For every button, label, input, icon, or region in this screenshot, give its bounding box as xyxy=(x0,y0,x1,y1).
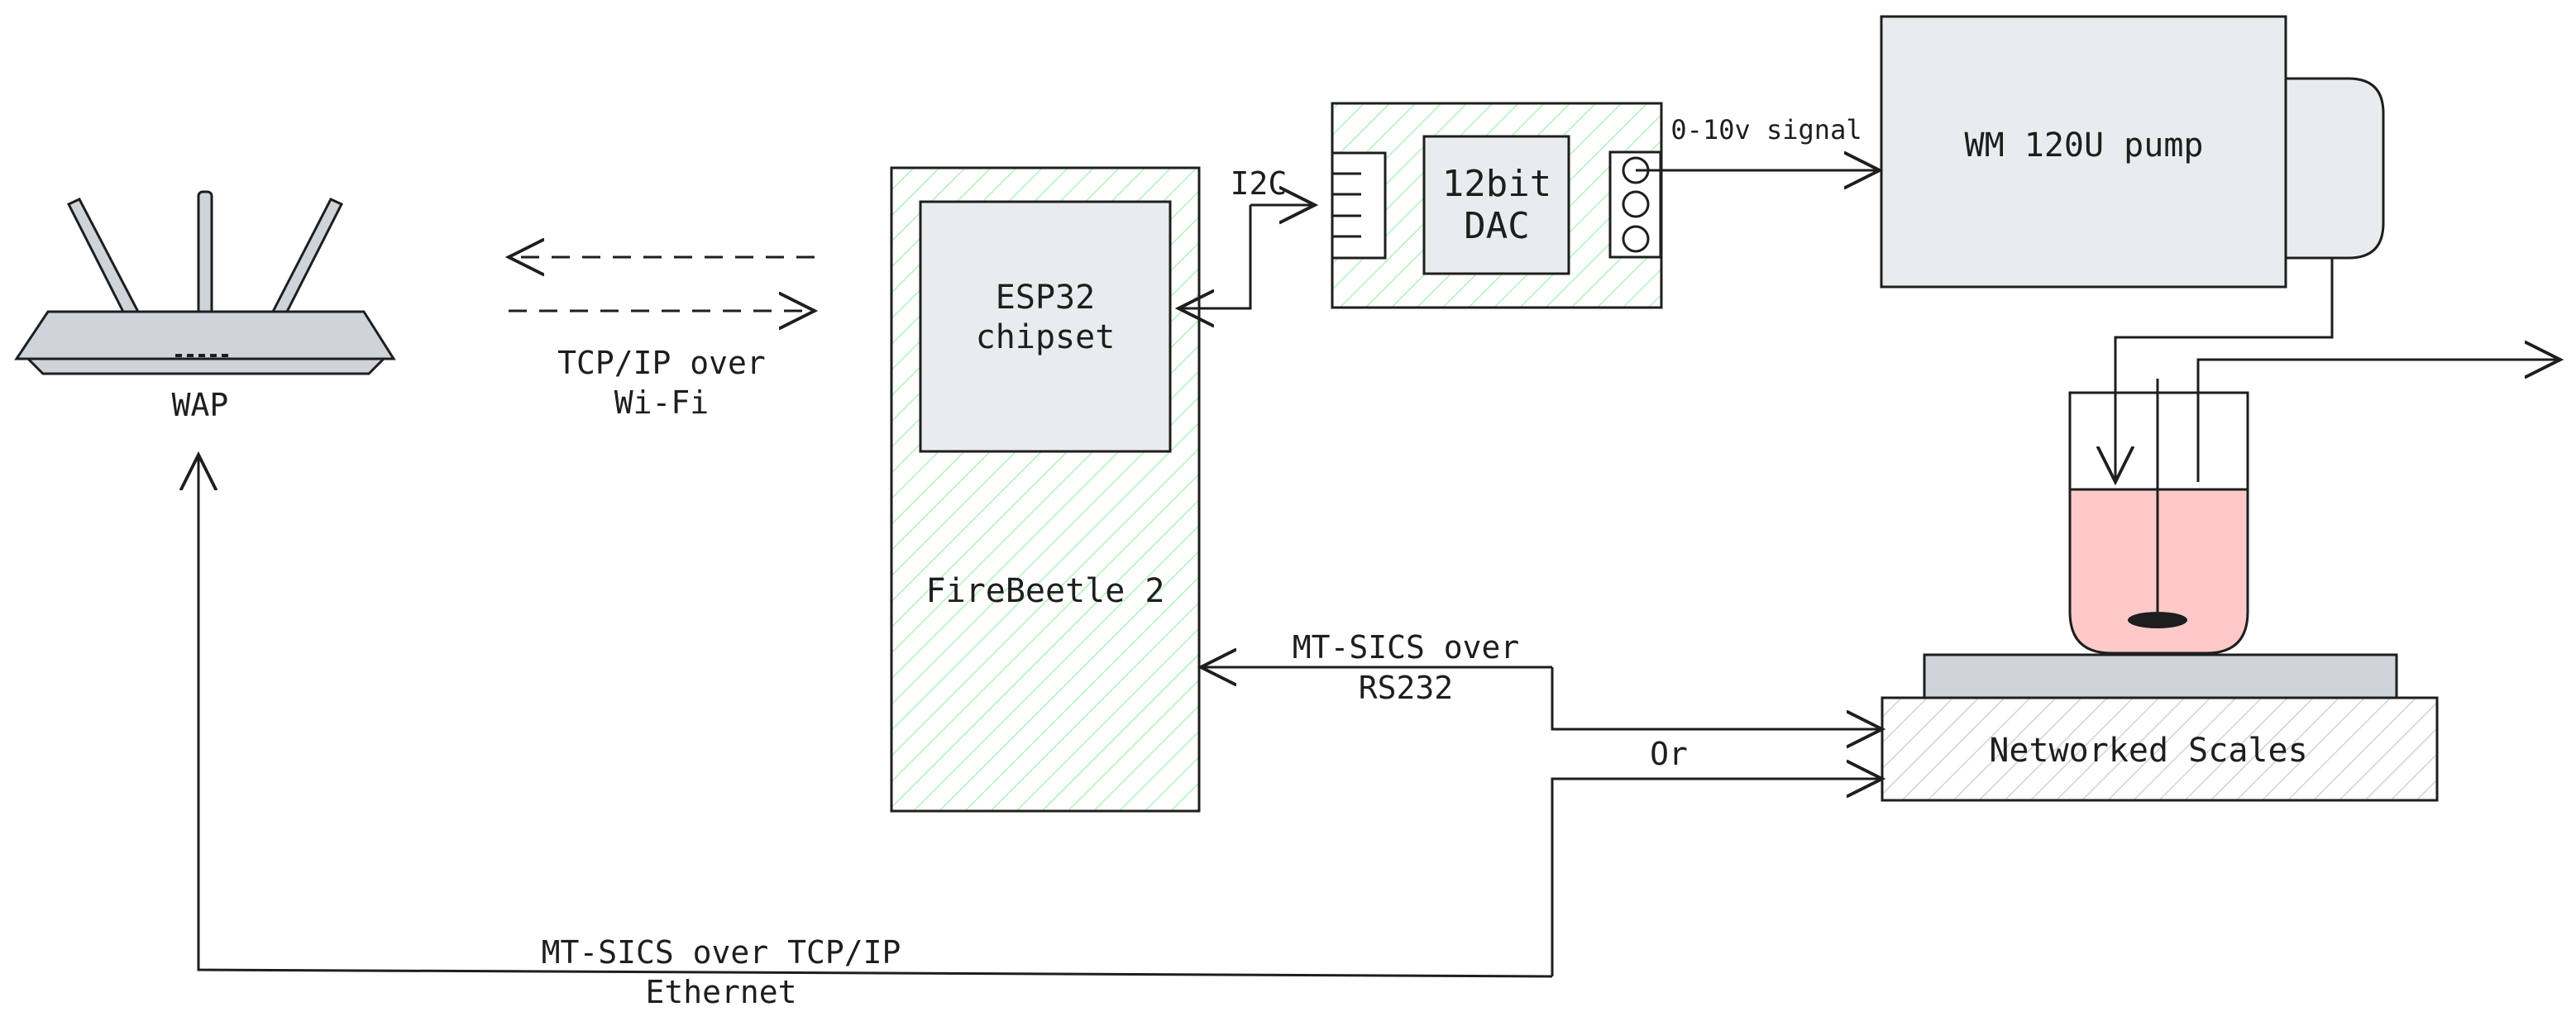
ethernet-label-line2: Ethernet xyxy=(645,974,796,1010)
rs232-link-to-scales xyxy=(1551,667,1882,729)
i2c-connector xyxy=(1331,151,1387,260)
pump-body xyxy=(1880,15,2287,289)
outlet-tube xyxy=(2196,360,2560,482)
i2c-link-to-esp32 xyxy=(1178,205,1252,308)
esp32-chipset-box xyxy=(919,200,1172,453)
firebeetle-label: FireBeetle 2 xyxy=(926,572,1165,610)
esp32-label-line2: chipset xyxy=(976,318,1116,356)
pump-unit xyxy=(1880,15,2385,289)
dac-label-line2: DAC xyxy=(1464,205,1529,247)
scales-label: Networked Scales xyxy=(1989,732,2307,770)
scale-body xyxy=(1881,696,2439,802)
router-body xyxy=(14,310,396,360)
wap-router-icon xyxy=(14,190,396,375)
antenna-right xyxy=(270,198,344,317)
scale-platform xyxy=(1923,653,2398,699)
wifi-label-line1: TCP/IP over xyxy=(557,345,766,381)
firebeetle-board xyxy=(890,166,1201,813)
ethernet-link-to-scales xyxy=(1551,779,1882,976)
antenna-left xyxy=(66,198,141,317)
ethernet-link-to-wap xyxy=(198,455,1553,978)
beaker-icon xyxy=(2068,379,2249,655)
rs232-label-line1: MT-SICS over xyxy=(1293,629,1520,666)
antenna-center xyxy=(197,190,213,316)
beaker-outline xyxy=(2068,391,2249,655)
dac-chip-box xyxy=(1422,135,1570,275)
pump-label: WM 120U pump xyxy=(1965,126,2204,165)
networked-scales xyxy=(1881,653,2439,802)
wap-label: WAP xyxy=(172,387,229,423)
ethernet-label-line1: MT-SICS over TCP/IP xyxy=(542,934,901,971)
signal-label: 0-10v signal xyxy=(1670,114,1862,146)
rs232-label-line2: RS232 xyxy=(1359,670,1453,706)
dac-label-line1: 12bit xyxy=(1442,163,1551,205)
esp32-label-line1: ESP32 xyxy=(996,279,1095,317)
pump-head xyxy=(2282,77,2385,260)
stirrer-bar xyxy=(2128,612,2187,628)
i2c-label: I2C xyxy=(1231,165,1288,202)
pump-tube-in xyxy=(2115,258,2334,482)
or-label: Or xyxy=(1650,736,1688,772)
wifi-label-line2: Wi-Fi xyxy=(614,384,709,421)
